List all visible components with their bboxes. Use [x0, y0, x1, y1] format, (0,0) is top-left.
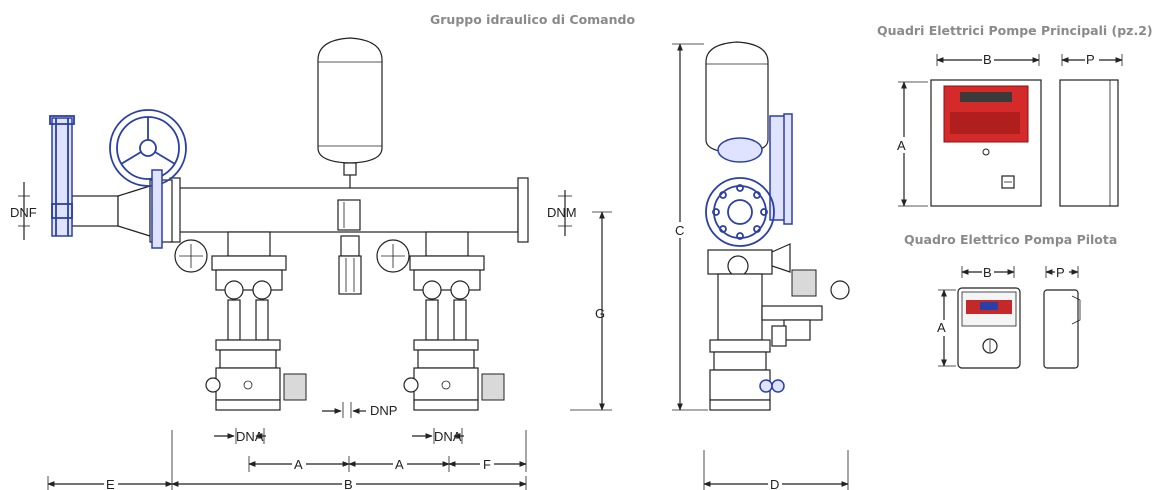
dim-dnp-label: DNP [370, 403, 397, 418]
dim-dnm-label: DNM [547, 205, 577, 220]
dim-a-right-label: A [395, 457, 404, 472]
dim-b-label: B [344, 477, 353, 490]
front-view: DNF DNM G DNP DNA DNA [10, 37, 612, 490]
pilot-pump-panel: B P A [936, 265, 1081, 369]
dim-c-label: C [675, 223, 684, 238]
title-quadro-pilota: Quadro Elettrico Pompa Pilota [904, 232, 1118, 247]
dim-dnf-label: DNF [10, 205, 37, 220]
expansion-tank-side [705, 41, 769, 154]
panel-dim-a-label: A [897, 138, 906, 153]
panel-dim-p-label: P [1086, 52, 1095, 67]
blue-valve-left [49, 115, 75, 237]
panel-dim-b-label: B [983, 52, 992, 67]
dim-g-label: G [595, 306, 605, 321]
pilot-pump-front [338, 235, 362, 295]
dim-e-label: E [106, 477, 115, 490]
pilot-dim-a-label: A [937, 320, 946, 335]
title-gruppo-idraulico: Gruppo idraulico di Comando [430, 12, 636, 27]
expansion-tank-front [317, 37, 383, 188]
pilot-dim-b-label: B [983, 265, 992, 280]
side-view: C D [672, 41, 850, 490]
manifold-front [169, 177, 529, 243]
dim-d-label: D [770, 477, 779, 490]
title-quadri-principali: Quadri Elettrici Pompe Principali (pz.2) [877, 23, 1153, 38]
pump-column-right [376, 231, 505, 411]
dim-dna-left-label: DNA [236, 429, 264, 444]
dim-a-left-label: A [294, 457, 303, 472]
pump-column-left [174, 231, 307, 411]
dim-dna-right-label: DNA [434, 429, 462, 444]
blue-handwheel [109, 109, 187, 249]
dim-f-label: F [483, 457, 491, 472]
main-pump-panel: B P A [896, 52, 1123, 207]
pilot-dim-p-label: P [1056, 265, 1065, 280]
